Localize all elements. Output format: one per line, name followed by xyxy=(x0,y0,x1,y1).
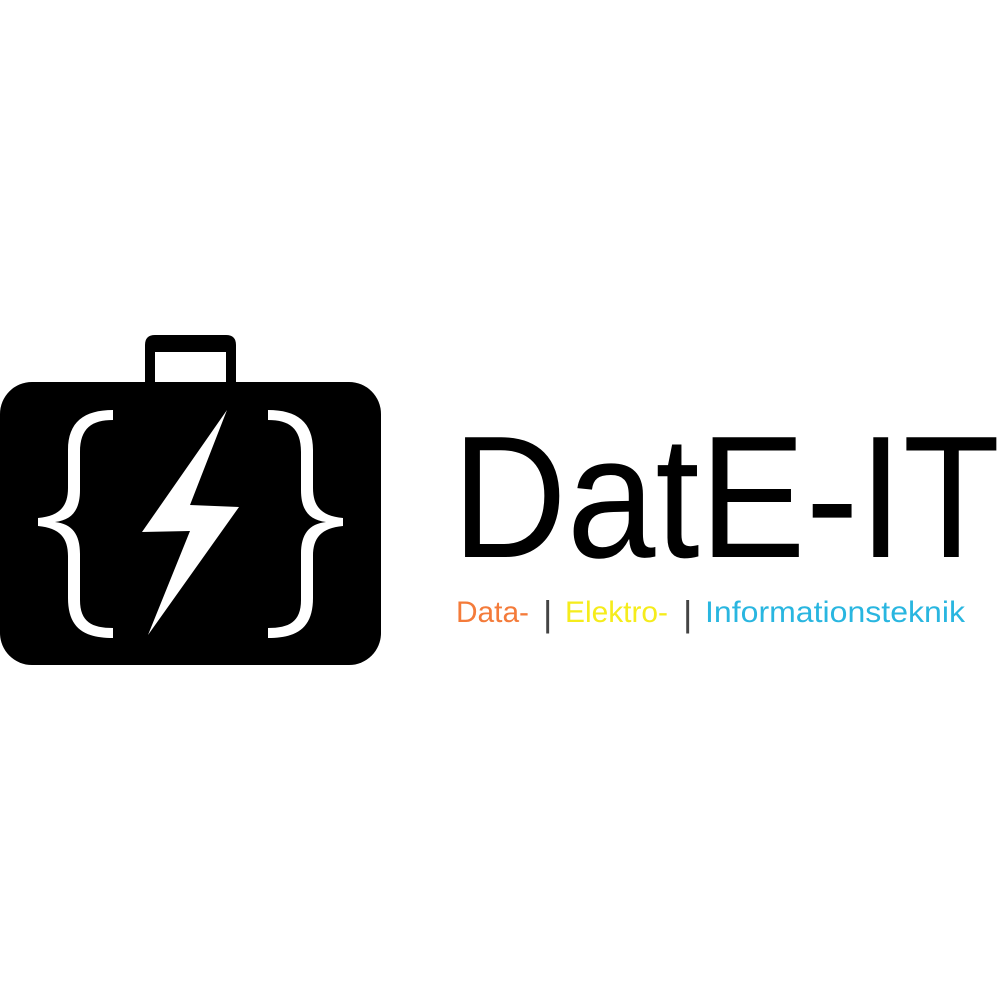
tagline-separator-2: | xyxy=(683,593,692,634)
tagline-elektro: Elektro- xyxy=(565,596,668,629)
briefcase-code-bolt-icon xyxy=(0,335,381,665)
briefcase-handle xyxy=(145,335,236,395)
tagline-separator-1: | xyxy=(543,593,552,634)
tagline-informationsteknik: Informationsteknik xyxy=(705,596,966,629)
left-brace-icon xyxy=(38,410,113,638)
tagline-data: Data- xyxy=(456,596,529,629)
lightning-bolt-icon xyxy=(142,410,239,635)
logo-title: DatE-IT xyxy=(452,399,1000,594)
tagline: Data- | Elektro- | Informationsteknik xyxy=(456,593,966,634)
right-brace-icon xyxy=(268,410,343,638)
